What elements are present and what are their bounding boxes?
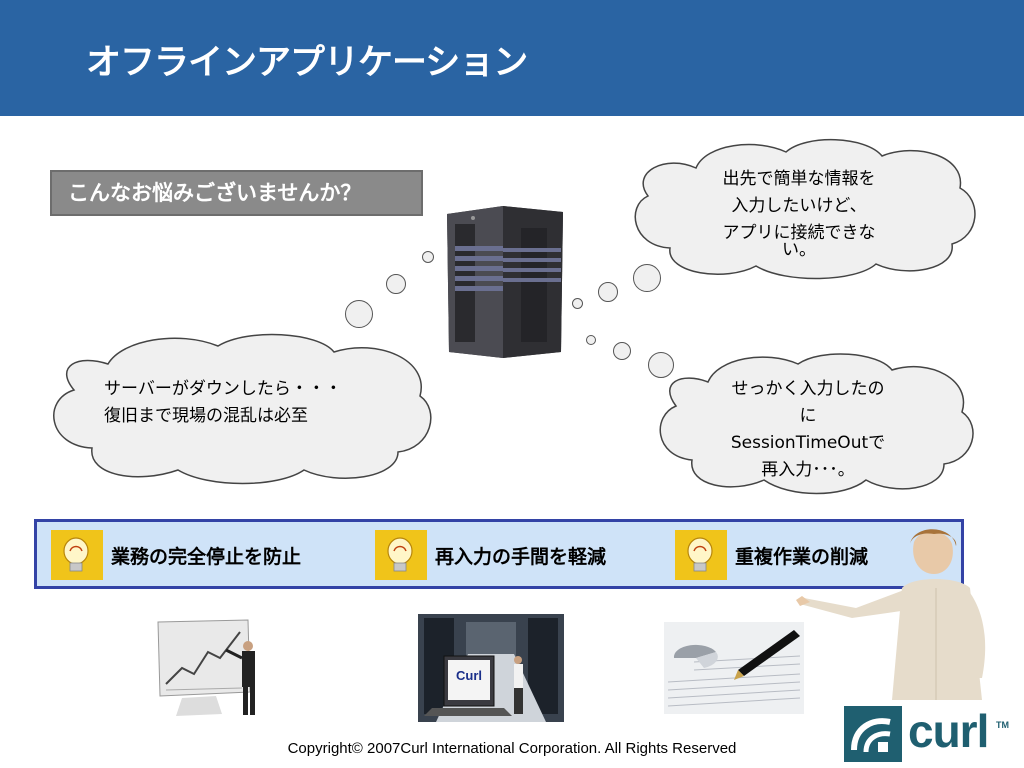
page-title: オフラインアプリケーション bbox=[86, 43, 528, 83]
cloud-text-line: 入力したいけど、 bbox=[731, 196, 867, 216]
lightbulb-icon bbox=[375, 530, 427, 580]
thought-bubble bbox=[386, 274, 406, 294]
thought-bubble bbox=[633, 264, 661, 292]
thought-bubble bbox=[572, 298, 583, 309]
cloud-text-line: アプリに接続できな bbox=[722, 223, 876, 243]
thought-cloud-left: サーバーがダウンしたら・・・ 復旧まで現場の混乱は必至 bbox=[48, 330, 434, 486]
feature-label: 業務の完全停止を防止 bbox=[111, 545, 302, 568]
curl-logo: curl TM bbox=[844, 702, 1018, 764]
logo-text: curl bbox=[908, 705, 989, 757]
logo-trademark: TM bbox=[996, 720, 1009, 730]
thought-cloud-bottom-right: せっかく入力したの に SessionTimeOutで 再入力･･･。 bbox=[652, 350, 976, 496]
datacenter-photo: Curl bbox=[418, 614, 564, 722]
feature-item: 業務の完全停止を防止 bbox=[51, 530, 302, 580]
cloud-text-line: い。 bbox=[782, 240, 816, 260]
presenter-woman-photo bbox=[796, 528, 992, 700]
cloud-text-line: SessionTimeOutで bbox=[730, 433, 886, 453]
cloud-text-line: せっかく入力したの bbox=[731, 379, 885, 399]
laptop-screen-label: Curl bbox=[456, 668, 482, 683]
thought-bubble bbox=[422, 251, 434, 263]
lightbulb-icon bbox=[51, 530, 103, 580]
feature-band: 業務の完全停止を防止 再入力の手間を軽減 重複作業の削減 bbox=[34, 519, 964, 589]
cloud-text-line: 出先で簡単な情報を bbox=[722, 169, 876, 189]
presenter-photo bbox=[156, 618, 264, 722]
feature-item: 重複作業の削減 bbox=[675, 530, 869, 580]
feature-label: 再入力の手間を軽減 bbox=[435, 545, 607, 568]
cloud-shape bbox=[53, 333, 432, 485]
cloud-shape bbox=[634, 138, 976, 280]
thought-bubble bbox=[648, 352, 674, 378]
lightbulb-icon bbox=[675, 530, 727, 580]
feature-item: 再入力の手間を軽減 bbox=[375, 530, 607, 580]
copyright-text: Copyright© 2007Curl International Corpor… bbox=[287, 740, 737, 757]
cloud-text-line: 再入力･･･。 bbox=[761, 460, 855, 480]
feature-label: 重複作業の削減 bbox=[735, 545, 869, 568]
thought-bubble bbox=[345, 300, 373, 328]
thought-bubble bbox=[586, 335, 596, 345]
cloud-text-line: サーバーがダウンしたら・・・ bbox=[104, 379, 342, 399]
cloud-shape bbox=[659, 353, 974, 495]
cloud-text-line: に bbox=[799, 406, 817, 426]
cloud-text-line: 復旧まで現場の混乱は必至 bbox=[104, 406, 308, 426]
server-illustration bbox=[443, 206, 565, 358]
thought-cloud-top-right: 出先で簡単な情報を 入力したいけど、 アプリに接続できな い。 bbox=[626, 136, 982, 282]
documents-photo bbox=[664, 622, 804, 714]
thought-bubble bbox=[598, 282, 618, 302]
question-box: こんなお悩みございませんか？ bbox=[50, 170, 423, 216]
header-bar: オフラインアプリケーション bbox=[0, 0, 1024, 116]
thought-bubble bbox=[613, 342, 631, 360]
